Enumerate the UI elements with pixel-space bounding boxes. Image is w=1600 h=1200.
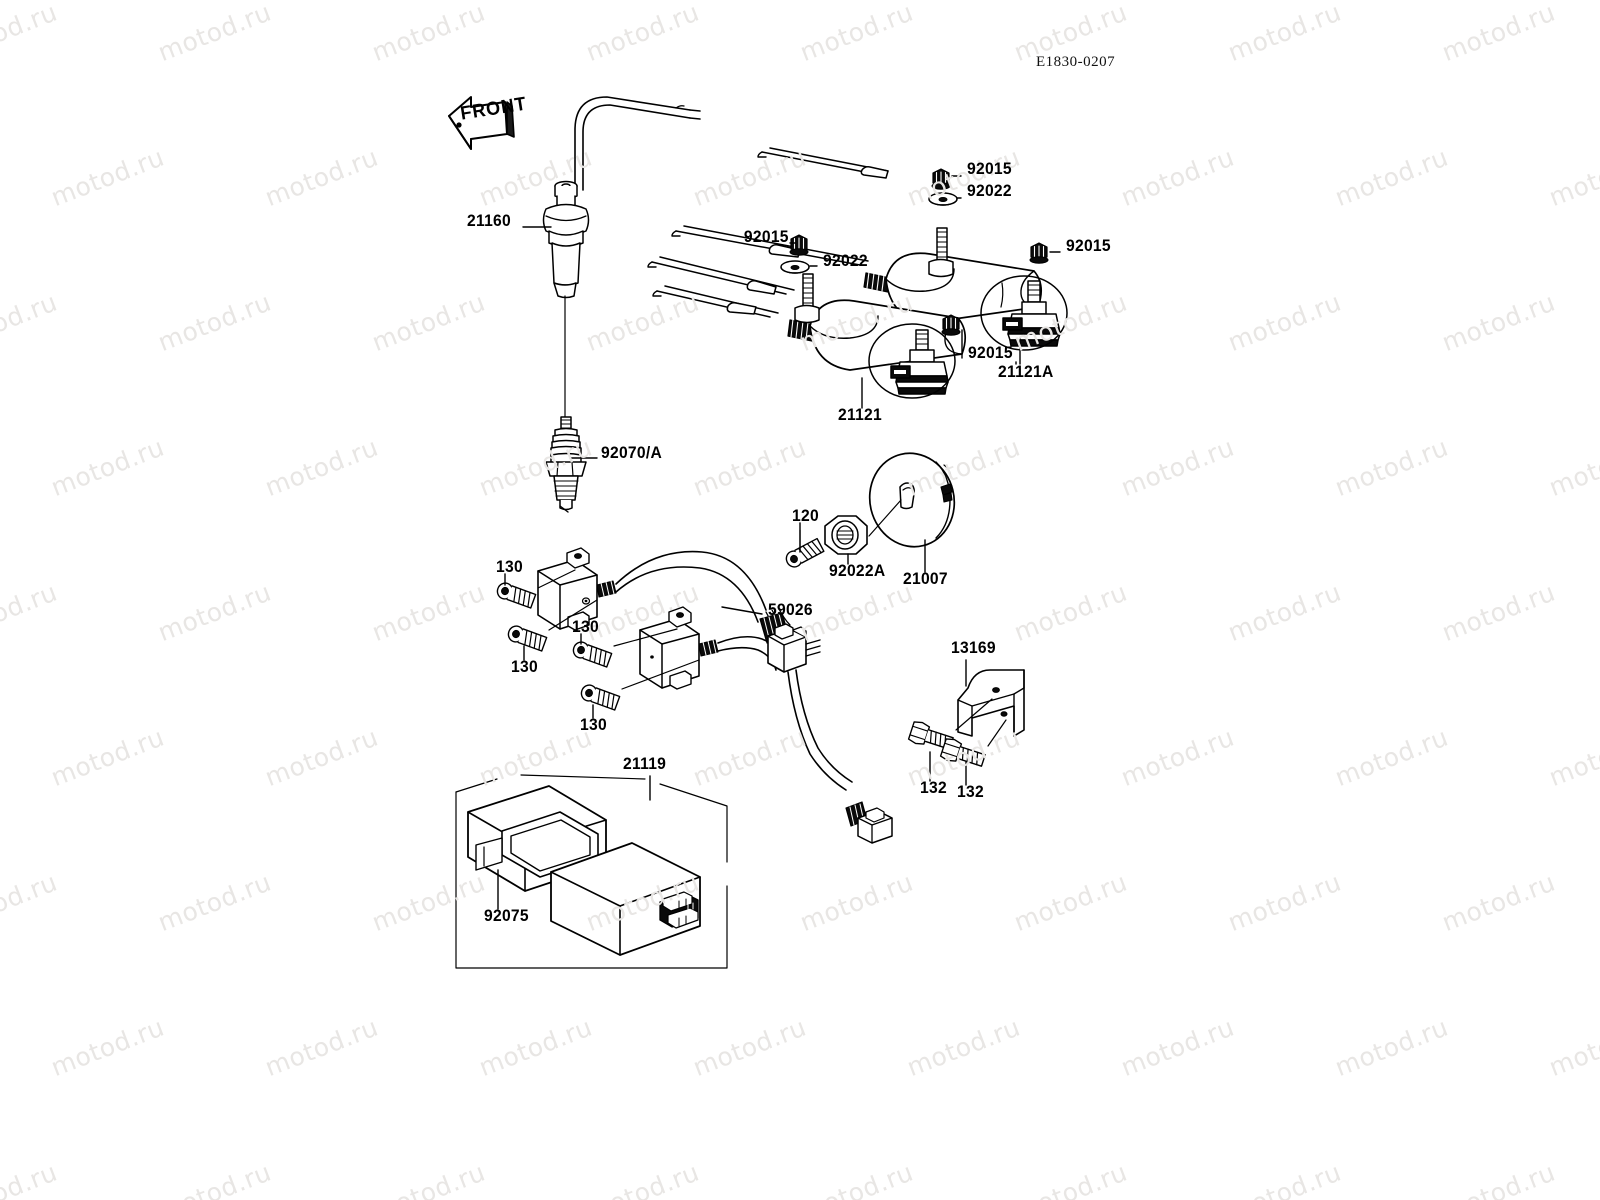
spark-plug (545, 416, 587, 513)
bracket-13169 (957, 669, 1025, 737)
part-label-nut-rotor: 92022A (829, 561, 886, 580)
harness-59026 (759, 606, 893, 844)
part-label-igniter-damper: 92075 (484, 906, 529, 925)
part-label-rotor: 21007 (903, 569, 948, 588)
part-label-spark-plug-cap: 21160 (467, 211, 512, 230)
part-label-nut-coil-terminal-mid: 92015 (968, 343, 1013, 362)
spark-plug-cap-assembly (542, 96, 701, 421)
part-label-bolt-bracket-1: 132 (920, 778, 947, 797)
ic-igniter-group (455, 774, 728, 969)
part-label-nut-upper-coil: 92015 (967, 159, 1012, 178)
part-label-washer-upper-coil: 92022 (967, 181, 1012, 200)
part-label-bolt-pickup-4: 130 (580, 715, 607, 734)
nut-92022A (824, 515, 868, 555)
ignition-coil-21121 (647, 256, 967, 399)
part-label-bolt-rotor: 120 (792, 506, 819, 525)
pickup-coil-1 (537, 547, 767, 631)
part-label-bolt-pickup-3: 130 (572, 617, 599, 636)
diagram-code: E1830-0207 (1036, 54, 1116, 70)
leader-lines (497, 175, 1061, 910)
part-label-bracket: 13169 (951, 638, 996, 657)
front-arrow-marker (448, 96, 515, 150)
part-label-bolt-pickup-1: 130 (496, 557, 523, 576)
part-label-spark-plug: 92070/A (601, 443, 663, 462)
part-label-nut-coil-terminal-right: 92015 (1066, 236, 1111, 255)
rotor-21007 (868, 452, 956, 548)
ignition-coil-21121A (671, 147, 1068, 351)
part-label-pickup-coil-harness: 59026 (768, 600, 813, 619)
part-label-bolt-bracket-2: 132 (957, 782, 984, 801)
part-label-ic-igniter: 21119 (623, 754, 667, 773)
part-label-ignition-coil: 21121 (838, 405, 883, 424)
part-label-ignition-coil-a: 21121A (998, 362, 1054, 381)
part-label-washer-lower-coil: 92022 (823, 251, 868, 270)
part-label-nut-lower-coil-left: 92015 (744, 227, 789, 246)
part-label-bolt-pickup-2: 130 (511, 657, 538, 676)
